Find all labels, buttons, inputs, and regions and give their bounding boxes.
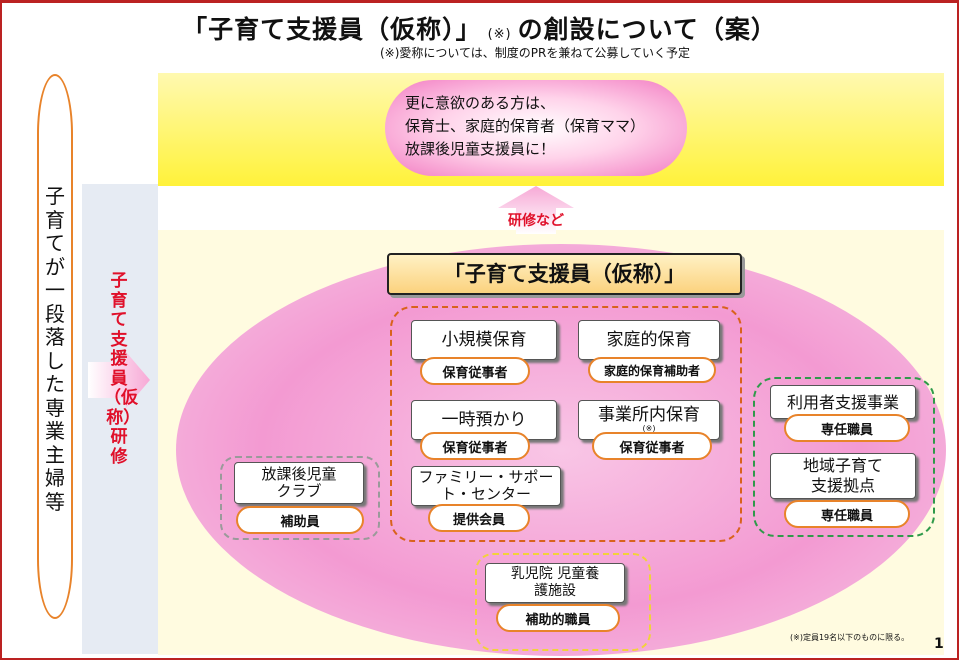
role-tag: 補助的職員 — [496, 604, 620, 632]
role-tag: 保育従事者 — [420, 432, 530, 460]
left-column-label: 子育てが一段落した専業主婦等 — [45, 184, 65, 514]
training-label: 子育て支援員（仮称）研修 — [104, 271, 138, 467]
title-mark: (※) — [487, 27, 512, 42]
subtitle: (※)愛称については、制度のPRを兼ねて公募していく予定 — [379, 46, 691, 60]
career-pill — [385, 80, 687, 176]
right-arrow-icon — [88, 352, 150, 408]
page-number: 1 — [934, 636, 944, 652]
footnote: (※)定員19名以下のものに限る。 — [790, 633, 910, 642]
role-tag: 専任職員 — [784, 500, 910, 528]
left-oval — [37, 74, 73, 619]
service-box: 利用者支援事業 — [770, 385, 916, 419]
title-part-a: 「子育て支援員（仮称）」 — [182, 15, 482, 44]
role-tag: 提供会員 — [428, 504, 530, 532]
afterschool-group — [220, 456, 380, 540]
service-box: ファミリー・サポート・センター — [411, 466, 561, 506]
main-label: 「子育て支援員（仮称）」 — [387, 253, 742, 295]
role-tag: 保育従事者 — [420, 357, 530, 385]
page-title: 「子育て支援員（仮称）」 (※) の創設について（案） — [0, 10, 959, 46]
service-box: 小規模保育 — [411, 320, 557, 360]
career-line: 更に意欲のある方は、 — [405, 94, 556, 112]
community-group — [753, 377, 935, 537]
career-line: 放課後児童支援員に！ — [405, 140, 556, 158]
service-box: 家庭的保育 — [578, 320, 720, 360]
childcare-group — [390, 306, 742, 542]
service-mark: (※) — [642, 424, 656, 433]
service-box: 乳児院 児童養護施設 — [485, 563, 625, 603]
service-name: 事業所内保育 — [598, 405, 700, 425]
role-tag: 家庭的保育補助者 — [588, 357, 716, 383]
arrow-label: 研修など — [508, 213, 564, 229]
title-part-b: の創設について（案） — [517, 15, 777, 44]
career-pill-text: 更に意欲のある方は、 保育士、家庭的保育者（保育ママ） 放課後児童支援員に！ — [405, 92, 675, 161]
service-box: 地域子育て支援拠点 — [770, 453, 916, 499]
up-arrow-icon — [498, 186, 574, 234]
role-tag: 保育従事者 — [592, 432, 712, 460]
role-tag: 専任職員 — [784, 414, 910, 442]
left-band — [82, 184, 158, 654]
career-line: 保育士、家庭的保育者（保育ママ） — [405, 117, 646, 135]
institution-group — [475, 553, 651, 651]
role-tag: 補助員 — [236, 506, 364, 534]
service-box: 放課後児童クラブ — [234, 462, 364, 504]
